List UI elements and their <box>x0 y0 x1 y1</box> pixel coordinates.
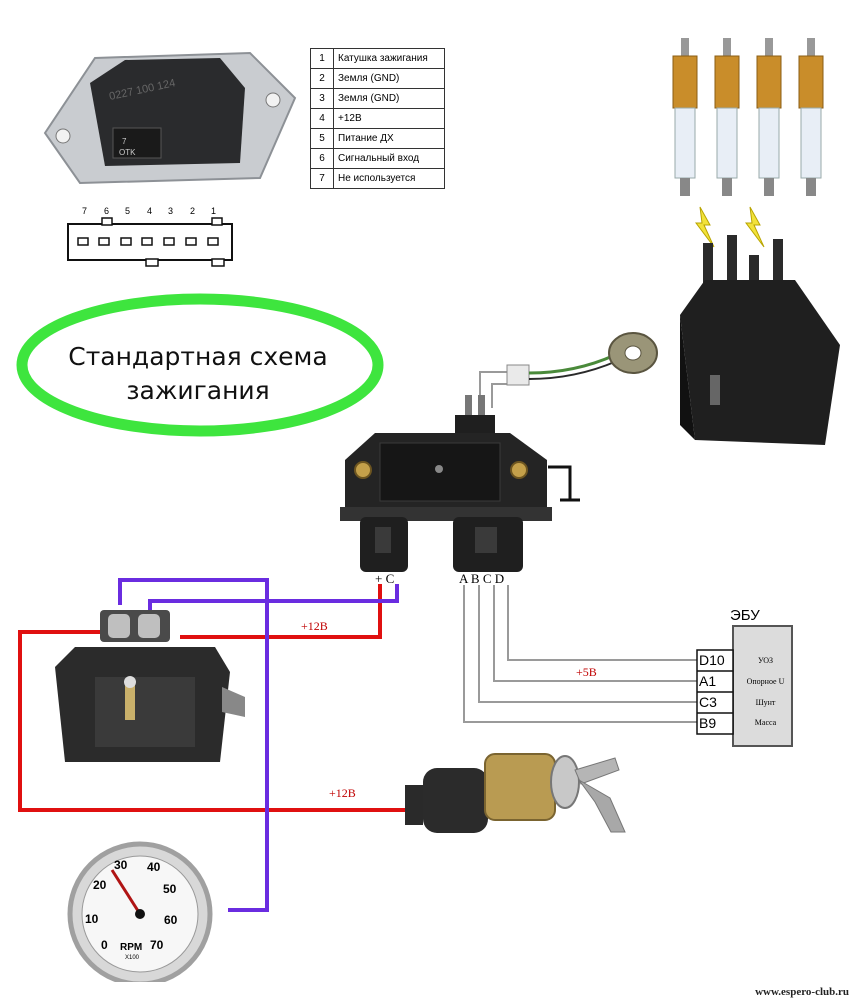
pin-description: Земля (GND) <box>333 68 445 89</box>
gray-wire-d <box>507 585 698 661</box>
connector-pin-label: 1 <box>211 206 217 216</box>
pin-description: Катушка зажигания <box>333 48 445 69</box>
ecu-function-label: УОЗ <box>757 656 774 665</box>
lightning-icon <box>695 206 765 248</box>
coil-12v-label: +12В <box>301 619 328 633</box>
ignition-switch <box>405 753 626 833</box>
connector-pin-label: 7 <box>82 206 88 216</box>
svg-text:7: 7 <box>122 137 127 146</box>
pin-description: Не используется <box>333 168 445 189</box>
ecu-function-label: Опорное U <box>746 677 785 686</box>
pin-description: Земля (GND) <box>333 88 445 109</box>
distributor-cap <box>680 235 840 445</box>
footer-url: www.espero-club.ru <box>755 986 849 998</box>
diagram-title: Стандартная схема зажигания <box>14 340 382 408</box>
ecu-function-label: Шунт <box>755 698 776 707</box>
spark-plug-icon <box>756 38 782 196</box>
pin-description: Питание ДХ <box>333 128 445 149</box>
pin-description: +12В <box>333 108 445 129</box>
title-line-1: Стандартная схема <box>68 342 328 371</box>
switch-12v-label: +12В <box>329 786 356 800</box>
tacho-tick-label: 70 <box>150 938 164 952</box>
connector-pin-label: 5 <box>125 206 131 216</box>
pin-number: 2 <box>310 68 334 89</box>
spark-plug-icon <box>672 38 698 196</box>
gray-wire-a <box>463 585 698 723</box>
tacho-tick-label: 10 <box>85 912 99 926</box>
tacho-tick-label: 50 <box>163 882 177 896</box>
tachometer <box>67 841 213 982</box>
title-ellipse <box>16 293 384 437</box>
svg-text:OTK: OTK <box>119 148 136 157</box>
ecu-5v-label: +5В <box>576 665 597 679</box>
connector-pin-label: 6 <box>104 206 110 216</box>
spark-plugs <box>672 38 824 196</box>
hall-sensor <box>506 332 658 386</box>
tacho-multiplier: X100 <box>125 955 140 961</box>
spark-plug-icon <box>714 38 740 196</box>
ignition-module-photo: 0227 100 124 7 OTK <box>43 51 297 185</box>
purple-wire-coil-tacho <box>118 578 269 912</box>
pin-number: 6 <box>310 148 334 169</box>
ecu-label: ЭБУ <box>730 607 760 624</box>
ground-symbol <box>548 465 572 500</box>
pin-number: 7 <box>310 168 334 189</box>
connector-pin-label: 2 <box>190 206 196 216</box>
module-abcd-label: A B C D <box>459 571 505 586</box>
ecu-function-label: Масса <box>754 718 777 727</box>
pin-number: 1 <box>310 48 334 69</box>
tacho-tick-label: 0 <box>101 938 108 952</box>
ecu-pin-label: C3 <box>699 694 717 710</box>
pin-number: 4 <box>310 108 334 129</box>
tacho-tick-label: 40 <box>147 860 161 874</box>
title-line-2: зажигания <box>126 376 270 405</box>
gray-wire-c <box>493 585 698 682</box>
hei-module <box>340 395 552 572</box>
connector-shape <box>67 217 233 267</box>
red-wire-coil-left <box>18 630 410 812</box>
module-plus-c-label: + C <box>375 571 395 586</box>
pin-description: Сигнальный вход <box>333 148 445 169</box>
connector-pin-label: 4 <box>147 206 153 216</box>
tacho-tick-label: 60 <box>164 913 178 927</box>
connector-pin-label: 3 <box>168 206 174 216</box>
ecu-pin-label: B9 <box>699 715 717 731</box>
tacho-tick-label: 30 <box>114 858 128 872</box>
table-row: 4+12В <box>310 108 445 129</box>
pin-number: 5 <box>310 128 334 149</box>
tacho-needle <box>110 869 142 915</box>
purple-wire-coil-module <box>148 584 399 615</box>
tacho-tick-label: 20 <box>93 878 107 892</box>
ecu-box <box>696 625 793 747</box>
ecu-pin-label: D10 <box>699 652 725 668</box>
sensor-wire-2 <box>491 383 510 408</box>
ecu-pin-label: A1 <box>699 673 717 689</box>
tacho-unit: RPM <box>120 942 143 953</box>
gray-wire-b <box>478 585 698 703</box>
spark-plug-icon <box>798 38 824 196</box>
ignition-coil <box>55 610 245 762</box>
pin-number: 3 <box>310 88 334 109</box>
